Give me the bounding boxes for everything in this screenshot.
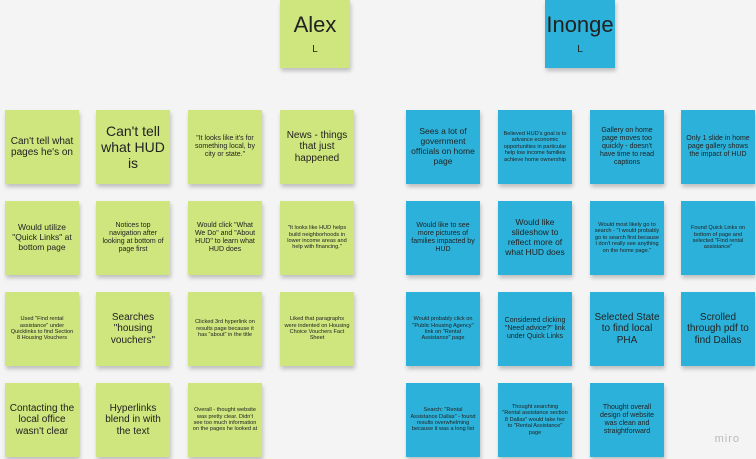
sticky-note[interactable]: Would most likely go to search - "I woul…	[590, 201, 664, 275]
sticky-note[interactable]: Scrolled through pdf to find Dallas	[681, 292, 755, 366]
sticky-note[interactable]: Thought searching "Rental assistance sec…	[498, 383, 572, 457]
inonge-name: Inonge	[546, 11, 614, 37]
sticky-note[interactable]: Would like to see more pictures of famil…	[406, 201, 480, 275]
sticky-note[interactable]: Used "Find rental assistance" under Quic…	[5, 292, 79, 366]
sticky-note[interactable]: Searches "housing vouchers"	[96, 292, 170, 366]
sticky-note[interactable]: Found Quick Links on bottom of page and …	[681, 201, 755, 275]
sticky-note[interactable]: Would like slideshow to reflect more of …	[498, 201, 572, 275]
sticky-note[interactable]: Would utilize "Quick Links" at bottom pa…	[5, 201, 79, 275]
sticky-note[interactable]: Hyperlinks blend in with the text	[96, 383, 170, 457]
sticky-note[interactable]: Would probably click on "Public Housing …	[406, 292, 480, 366]
sticky-note[interactable]: "It looks like HUD helps build neighborh…	[280, 201, 354, 275]
sticky-note[interactable]: Only 1 slide in home page gallery shows …	[681, 110, 755, 184]
sticky-note[interactable]: Gallery on home page moves too quickly -…	[590, 110, 664, 184]
miro-watermark: miro	[714, 433, 740, 445]
sticky-note[interactable]: Clicked 3rd hyperlink on results page be…	[188, 292, 262, 366]
sticky-note[interactable]: Search: "Rental Assistance Dallas" - fou…	[406, 383, 480, 457]
sticky-note[interactable]: Would click "What We Do" and "About HUD"…	[188, 201, 262, 275]
sticky-note[interactable]: Can't tell what HUD is	[96, 110, 170, 184]
sticky-note[interactable]: News - things that just happened	[280, 110, 354, 184]
sticky-note[interactable]: Sees a lot of government officials on ho…	[406, 110, 480, 184]
alex-name: Alex	[293, 11, 337, 37]
sticky-note[interactable]: Overall - thought website was pretty cle…	[188, 383, 262, 457]
sticky-note[interactable]: Contacting the local office wasn't clear	[5, 383, 79, 457]
sticky-note[interactable]: Considered clicking "Need advice?" link …	[498, 292, 572, 366]
sticky-note[interactable]: Selected State to find local PHA	[590, 292, 664, 366]
sticky-note[interactable]: Believed HUD's goal is to advance econom…	[498, 110, 572, 184]
sticky-note[interactable]: "It looks like it's for something local,…	[188, 110, 262, 184]
inonge-sub: L	[577, 43, 583, 55]
inonge-header-note[interactable]: Inonge L	[545, 0, 615, 68]
sticky-note[interactable]: Thought overall design of website was cl…	[590, 383, 664, 457]
sticky-note[interactable]: Notices top navigation after looking at …	[96, 201, 170, 275]
sticky-note[interactable]: Liked that paragraphs were indented on H…	[280, 292, 354, 366]
alex-header-note[interactable]: Alex L	[280, 0, 350, 68]
alex-sub: L	[312, 43, 318, 55]
sticky-note[interactable]: Can't tell what pages he's on	[5, 110, 79, 184]
